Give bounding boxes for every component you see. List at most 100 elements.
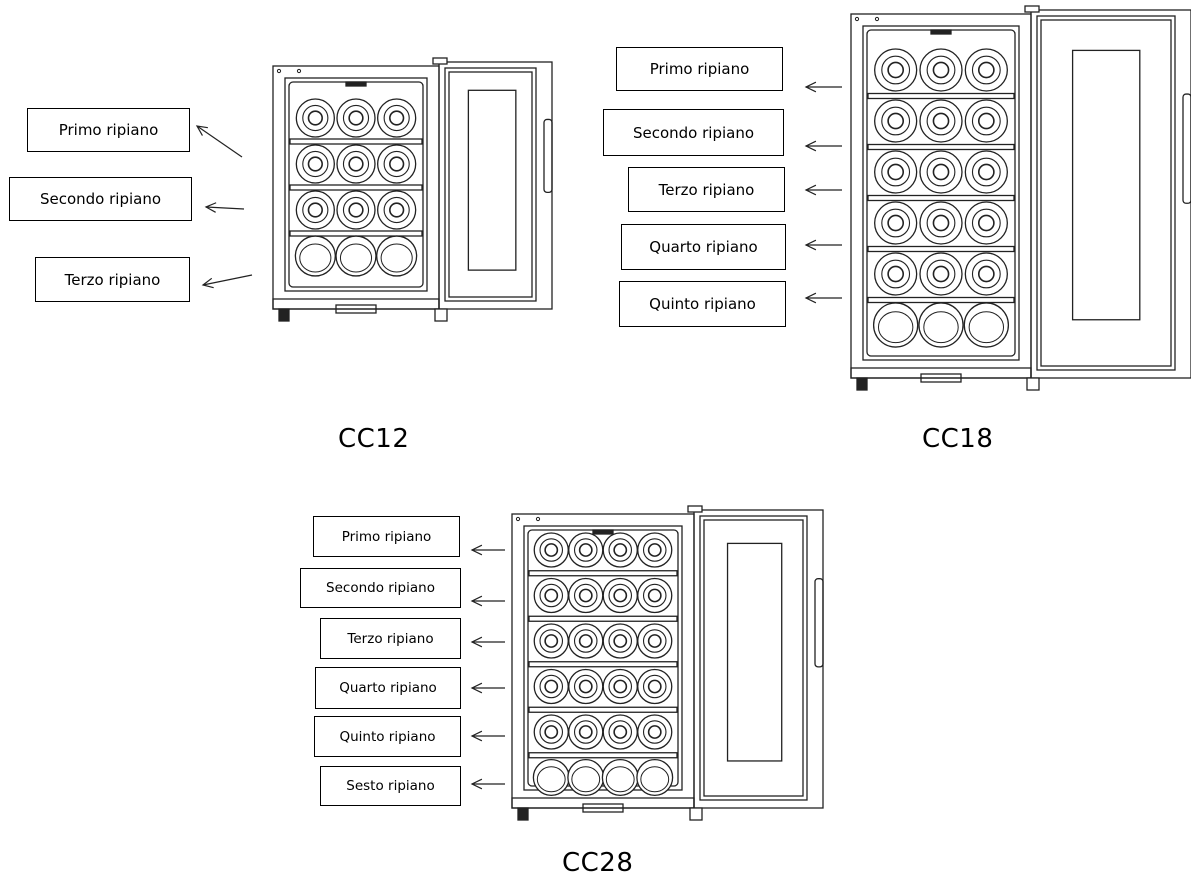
shelf-label-cc12-terzo: Terzo ripiano [35,257,190,302]
bottle-end [872,302,919,348]
bottle-end [874,252,918,296]
shelf-label-cc28-secondo: Secondo ripiano [300,568,461,608]
shelf-label-cc18-terzo: Terzo ripiano [628,167,785,212]
shelf-arrow [470,778,505,790]
door-frame-inner [448,71,533,298]
screw-dot [874,16,880,22]
shelf-rail [867,194,1015,202]
door-frame-inner [1040,19,1172,367]
bottle-end [568,577,604,614]
grill [920,373,962,383]
shelf-rail [289,184,423,191]
screw-dot [515,516,521,522]
bottle-end [568,623,604,659]
bottle-end [874,48,918,92]
bottle-end [568,714,604,750]
handle [543,118,553,194]
screw-dot [535,516,541,522]
bottle-end [602,577,638,614]
bottle-end [964,201,1008,245]
door-frame [1036,15,1176,371]
shelf-label-cc28-primo: Primo ripiano [313,516,460,557]
shelf-rail [867,92,1015,100]
bottle-end [919,201,963,245]
bottle-end [377,190,417,230]
bottle-end [294,235,336,277]
bottle-end [964,150,1008,194]
shelf-label-cc18-quinto: Quinto ripiano [619,281,786,327]
top-light [592,529,614,535]
handle [814,578,824,668]
door-frame [699,515,808,801]
bottle-end [336,190,376,230]
bottle-end [336,98,376,138]
shelf-rail [528,570,678,577]
inner-frame [284,77,428,292]
bottle-end [602,714,638,750]
shelf-arrow [204,202,245,213]
shelf-arrow [470,730,505,742]
door-frame-inner [703,519,804,797]
shelf-rail [528,706,678,713]
top-light [930,29,952,35]
grill [335,304,377,314]
bottle-end [919,150,963,194]
foot [517,807,529,821]
inner-frame [523,525,683,791]
bottle-end [919,252,963,296]
shelf-arrow [804,184,842,196]
bottle-end [963,302,1010,348]
shelf-label-cc18-primo: Primo ripiano [616,47,783,91]
door-window [467,89,517,271]
shelf-arrow [201,274,253,289]
bottle-end [919,48,963,92]
bottle-end [532,759,570,797]
shelf-rail [528,615,678,622]
foot [278,308,290,322]
shelf-rail [867,245,1015,253]
bottle-end [568,668,604,705]
shelf-arrow [470,636,505,648]
door-window [726,542,783,762]
shelf-label-cc28-sesto: Sesto ripiano [320,766,461,806]
bottle-end [335,235,377,277]
bottle-end [637,668,673,705]
shelf-rail [289,230,423,237]
bottle-end [602,623,638,659]
bottle-end [964,99,1008,143]
bottle-end [637,577,673,614]
door-foot [689,807,703,821]
inner-frame [862,25,1020,361]
screw-dot [296,68,302,74]
bottle-end [919,99,963,143]
door-foot [434,308,448,322]
bottle-end [377,98,417,138]
shelf-rail [289,138,423,145]
shelf-label-cc18-quarto: Quarto ripiano [621,224,786,270]
bottle-end [295,98,335,138]
shelf-arrow [804,140,842,152]
screw-dot [854,16,860,22]
bottle-end [377,144,417,184]
wine-cooler-cc28-drawing [511,505,824,821]
door [438,61,553,310]
shelf-label-cc28-terzo: Terzo ripiano [320,618,461,659]
shelf-label-cc28-quarto: Quarto ripiano [315,667,461,709]
shelf-rail [867,296,1015,304]
plinth [850,367,1032,379]
door-frame [444,67,537,302]
door-window [1071,49,1141,321]
bottle-end [637,532,673,568]
grill [582,803,624,813]
shelf-rail [528,752,678,759]
bottle-end [637,623,673,659]
shelf-arrow [470,595,505,607]
bottle-end [336,144,376,184]
shelf-rail [867,143,1015,151]
shelf-arrow [804,292,842,304]
bottle-end [602,668,638,705]
bottle-end [295,190,335,230]
wine-cooler-cc12-drawing [272,57,553,322]
bottle-end [533,577,569,614]
